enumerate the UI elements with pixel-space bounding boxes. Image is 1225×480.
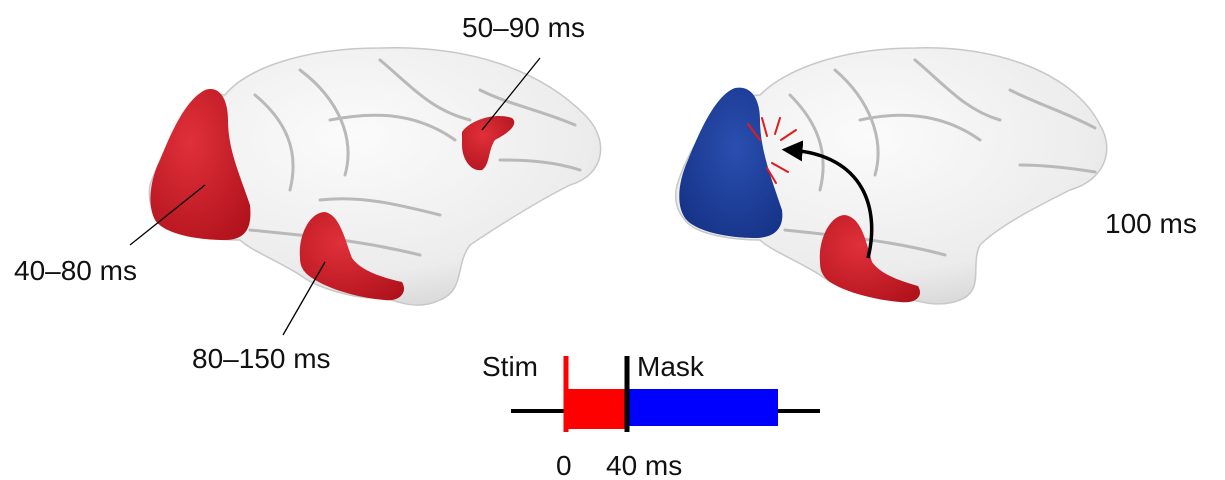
ips-callout-line <box>481 57 541 131</box>
right-brain: 100 ms <box>674 47 1197 305</box>
left-cortex-surface <box>148 47 602 306</box>
ips-latency-label: 50–90 ms <box>462 12 585 43</box>
right-cortex-surface <box>674 47 1108 305</box>
left-v1-region <box>150 89 251 240</box>
it-latency-label: 80–150 ms <box>192 343 331 374</box>
v1-latency-label: 40–80 ms <box>14 255 137 286</box>
feedback-impact-icon <box>747 117 797 184</box>
stimulus-bar <box>565 389 627 429</box>
left-it-region <box>299 212 405 301</box>
tick-forty-label: 40 ms <box>606 450 682 480</box>
right-v1-mask-region <box>679 87 783 238</box>
stimulus-timeline: Stim Mask 0 40 ms <box>482 351 820 480</box>
mask-bar <box>627 389 778 426</box>
it-callout-line <box>282 261 326 336</box>
feedback-time-label: 100 ms <box>1105 208 1197 239</box>
right-sulci <box>783 58 1097 257</box>
v1-callout-line <box>129 184 206 246</box>
left-annotations: 40–80 ms 50–90 ms 80–150 ms <box>14 12 585 374</box>
mask-label: Mask <box>637 351 705 382</box>
right-it-region <box>819 215 920 303</box>
stim-label: Stim <box>482 351 538 382</box>
tick-zero-label: 0 <box>556 450 572 480</box>
left-ips-region <box>462 115 515 171</box>
left-sulci <box>248 58 582 257</box>
left-brain <box>148 47 602 306</box>
feedback-arrow <box>781 140 874 259</box>
